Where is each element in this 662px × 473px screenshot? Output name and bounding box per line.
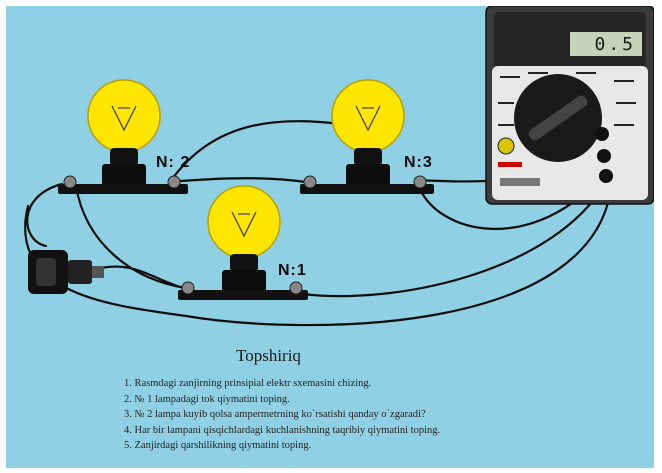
- light-bulb-icon: [331, 79, 405, 153]
- lamp-1-label: N:1: [278, 262, 307, 279]
- wire-lamp1-to-meter: [300, 172, 612, 298]
- lamp-2: [58, 79, 188, 194]
- task-item: 5. Zanjirdagi qarshilikning qiymatini to…: [124, 440, 312, 452]
- light-bulb-icon: [207, 185, 281, 259]
- wire-plug-to-lamp1: [99, 265, 186, 290]
- task-item: 2. № 1 lampadagi tok qiymatini toping.: [124, 393, 290, 405]
- wire-lamp2-to-lamp3: [168, 120, 358, 184]
- multimeter-display: 0.5: [569, 31, 643, 57]
- task-item: 3. № 2 lampa kuyib qolsa ampermetrning k…: [124, 409, 426, 421]
- lamp-3: [300, 79, 434, 194]
- lamp-2-label: N: 2: [156, 154, 191, 171]
- task-list: 1. Rasmdagi zanjirning prinsipial elektr…: [124, 376, 440, 454]
- power-plug-icon: [28, 250, 104, 294]
- wire-left-loop: [26, 182, 64, 248]
- wire-lamp2-to-lamp3-b: [168, 177, 308, 184]
- lamp-1: [178, 185, 308, 300]
- light-bulb-icon: [87, 79, 161, 153]
- lamp-3-label: N:3: [404, 154, 433, 171]
- circuit-diagram: [24, 6, 654, 327]
- circuit-panel: 0.5 N: 2 N:3 N:1 Topshiriq 1. Rasmdagi z…: [6, 6, 654, 468]
- task-title: Topshiriq: [236, 346, 301, 365]
- wire-lamp2-to-lamp1: [74, 184, 188, 290]
- task-item: 4. Har bir lampani qisqichlardagi kuchla…: [124, 424, 441, 436]
- task-item: 1. Rasmdagi zanjirning prinsipial elektr…: [124, 378, 372, 389]
